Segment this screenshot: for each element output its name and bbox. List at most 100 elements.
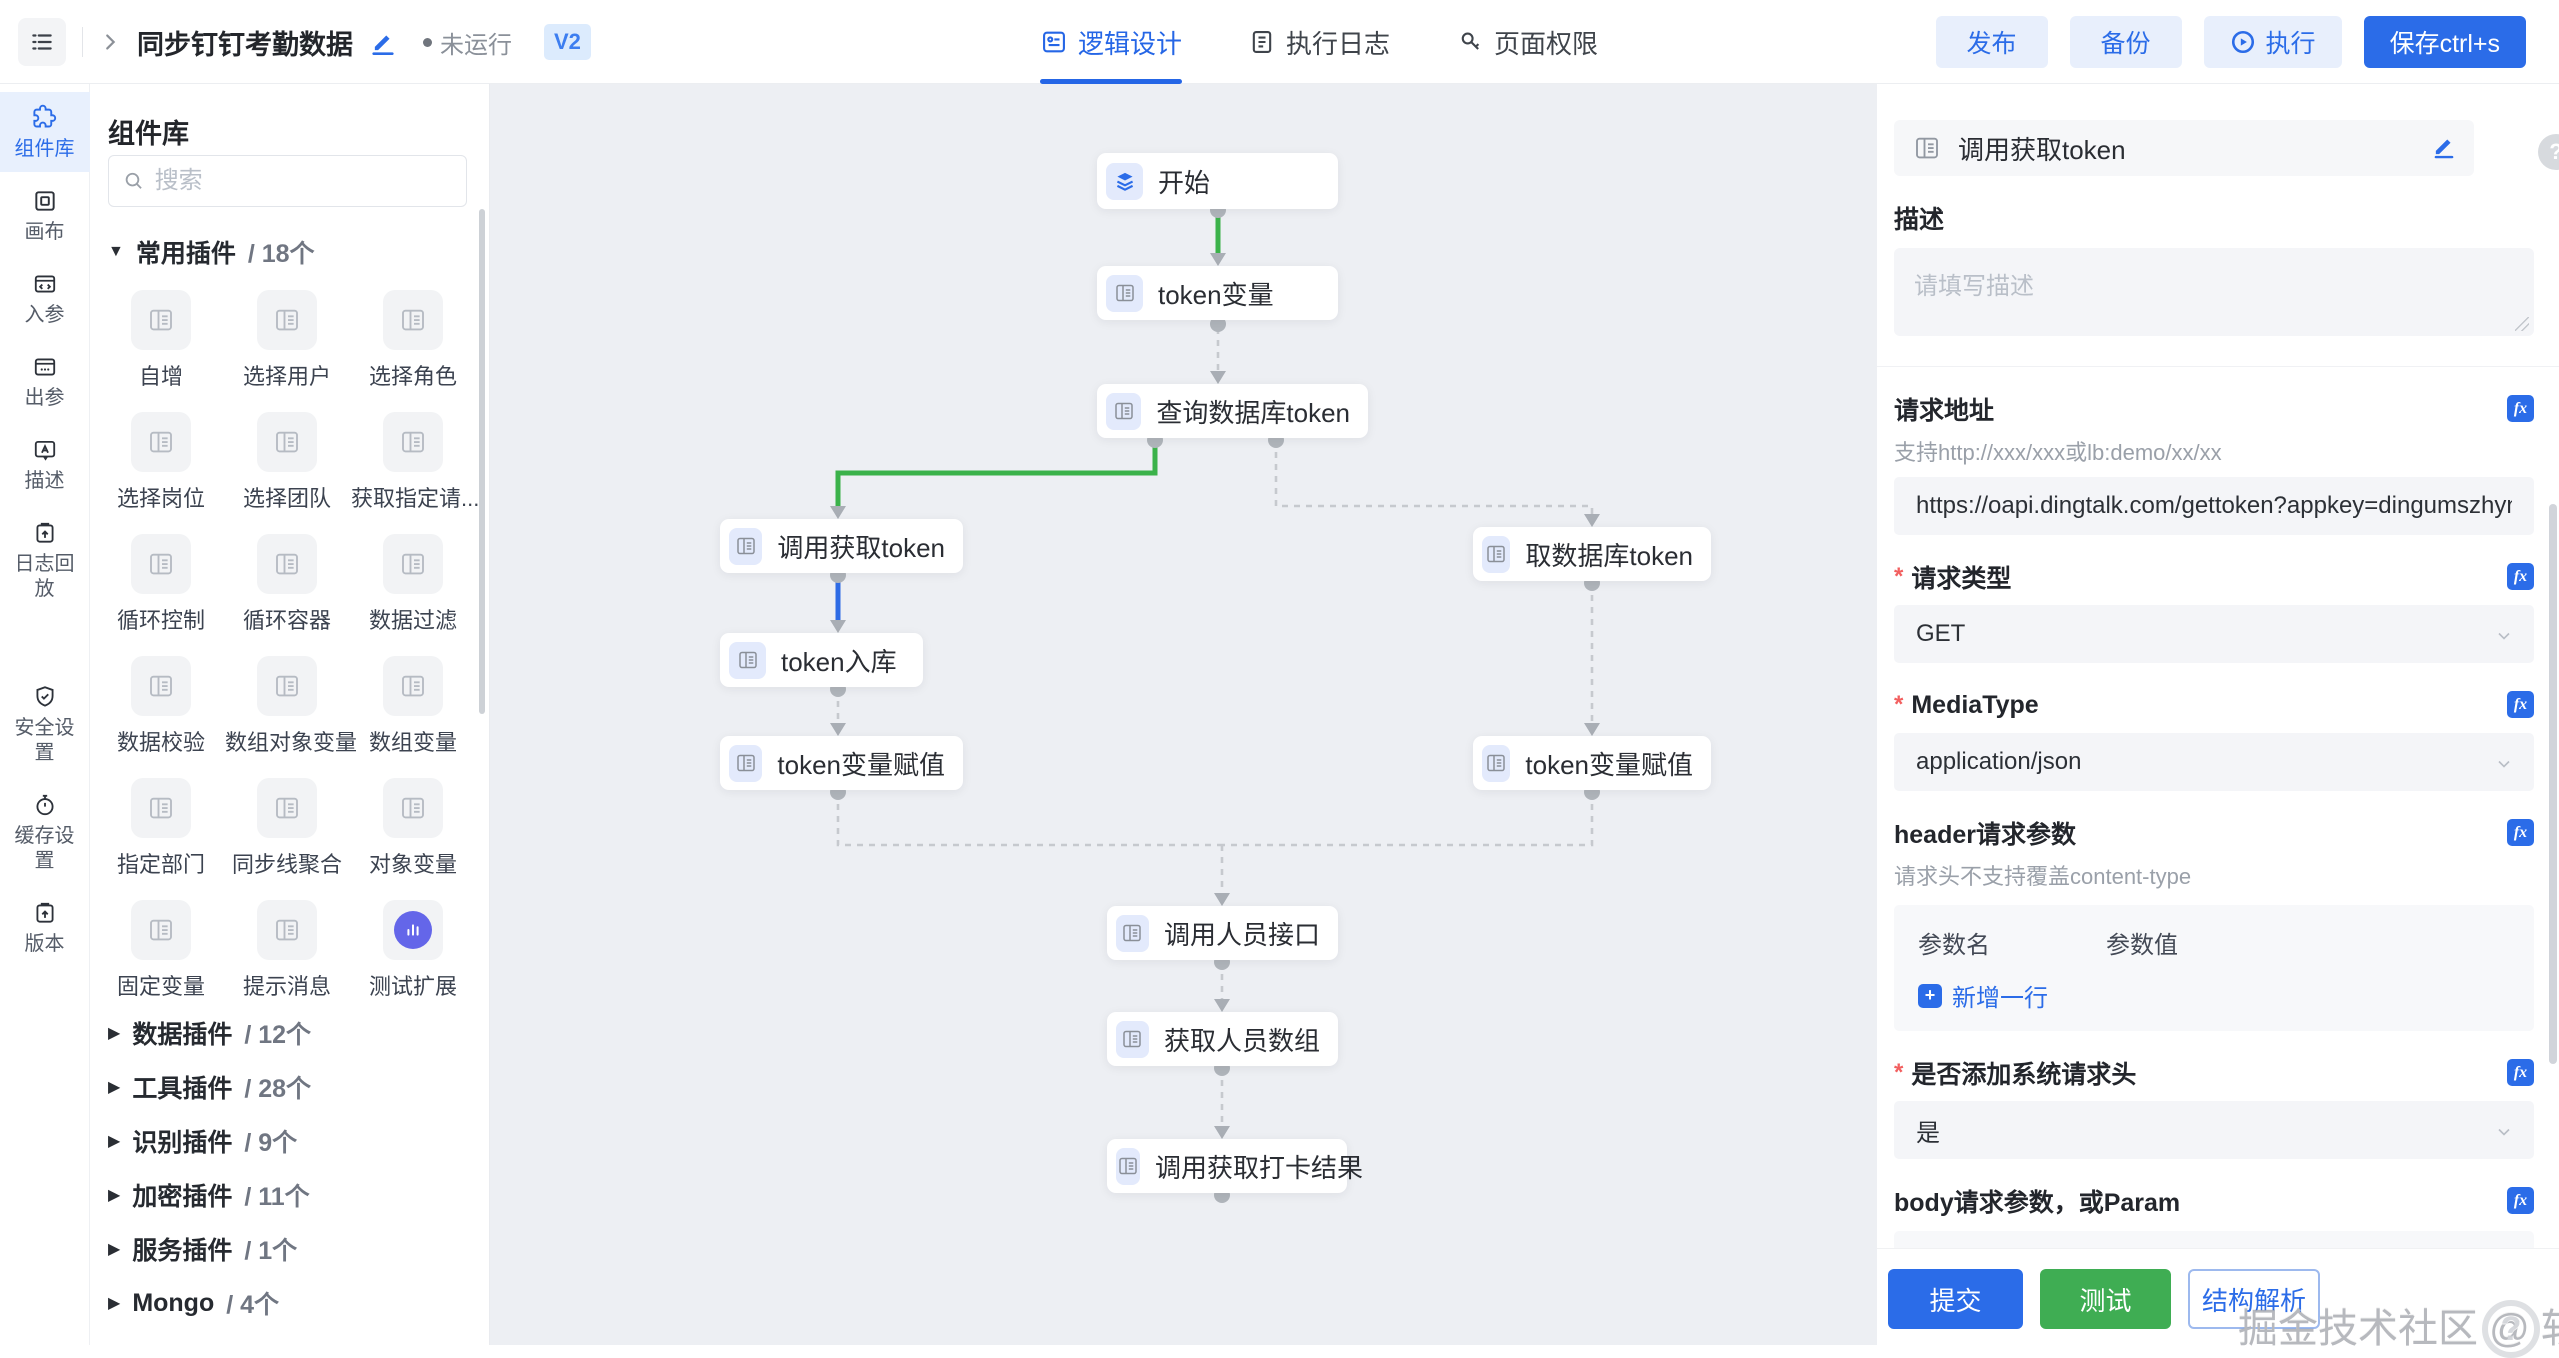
run-button[interactable]: 执行 [2203,16,2342,68]
plugin-label: 获取指定请... [351,486,480,511]
backup-button[interactable]: 备份 [2069,16,2182,68]
add-row-button[interactable]: + 新增一行 [1918,978,2510,1013]
caret-right-icon: ▶ [108,1079,121,1096]
node-get-db-token[interactable]: 取数据库token [1473,527,1711,581]
section-header-common-plugins[interactable]: ▼ 常用插件 / 18个 [108,240,315,268]
node-query-db-token[interactable]: 查询数据库token [1097,384,1368,438]
caret-right-icon: ▶ [108,1187,121,1204]
plugin-icon [257,656,317,716]
plugin-icon [257,534,317,594]
rail-item-input-params[interactable]: 入参 [0,259,90,338]
node-start[interactable]: 开始 [1097,153,1338,209]
section-header[interactable]: ▶ 数据插件 / 12个 [108,1021,312,1049]
rail-item-version[interactable]: 版本 [0,888,90,967]
menu-icon[interactable] [18,18,66,66]
search-input[interactable] [154,167,452,195]
chevron-right-icon[interactable] [99,31,121,53]
plugin-item[interactable]: 选择岗位 [98,396,224,518]
left-rail: 组件库 画布 入参 出参 描述 日志回放 安全设置 缓存设置 [0,84,90,1345]
plugin-item[interactable]: 循环控制 [98,518,224,640]
save-button[interactable]: 保存ctrl+s [2363,16,2526,68]
node-call-person-api[interactable]: 调用人员接口 [1107,906,1338,960]
plugin-node-icon [1116,914,1149,952]
plugin-item[interactable]: 测试扩展 [350,884,476,1006]
plugin-item[interactable]: 数据校验 [98,640,224,762]
plugin-item[interactable]: 固定变量 [98,884,224,1006]
edit-title-icon[interactable] [369,28,397,56]
plugin-label: 选择角色 [368,364,457,389]
system-header-select[interactable]: 是 [1894,1101,2534,1159]
structure-parse-button[interactable]: 结构解析 [2188,1269,2320,1329]
fx-icon[interactable]: fx [2507,819,2534,846]
fx-icon[interactable]: fx [2507,395,2534,422]
plugin-label: 数组变量 [368,730,457,755]
rail-item-log-replay[interactable]: 日志回放 [0,508,90,612]
rail-item-security-settings[interactable]: 安全设置 [0,672,90,776]
description-textarea[interactable]: 请填写描述 [1894,248,2534,336]
search-box[interactable] [108,155,467,207]
plugin-item[interactable]: 指定部门 [98,762,224,884]
section-header[interactable]: ▶ 服务插件 / 1个 [108,1237,298,1265]
section-header[interactable]: ▶ 工具插件 / 28个 [108,1075,312,1103]
plugin-label: 选择团队 [242,486,331,511]
shield-check-icon [35,686,54,707]
header-actions: 发布 备份 执行 保存ctrl+s [1935,16,2526,68]
node-call-get-token[interactable]: 调用获取token [720,519,963,573]
rail-item-cache-settings[interactable]: 缓存设置 [0,780,90,884]
edit-node-title-icon[interactable] [2430,132,2458,165]
flow-canvas[interactable]: 开始 token变量 查询数据库token 调用获取token 取数据库toke… [490,84,1877,1345]
plugin-item[interactable]: 数组对象变量 [224,640,357,762]
plugin-item[interactable]: 选择团队 [224,396,350,518]
plugin-item[interactable]: 数组变量 [350,640,476,762]
fx-icon[interactable]: fx [2507,1059,2534,1086]
version-badge[interactable]: V2 [544,24,591,60]
tab-page-permission[interactable]: 页面权限 [1456,0,1598,84]
plugin-item[interactable]: 循环容器 [224,518,350,640]
fx-icon[interactable]: fx [2507,563,2534,590]
section-header[interactable]: ▶ 加密插件 / 11个 [108,1183,310,1211]
required-asterisk: * [1894,563,1904,590]
plugin-item[interactable]: 选择用户 [224,274,350,396]
inspector-scrollbar[interactable] [2549,504,2557,1064]
tab-execution-log[interactable]: 执行日志 [1248,0,1390,84]
plugin-item[interactable]: 提示消息 [224,884,350,1006]
fx-icon[interactable]: fx [2507,1187,2534,1214]
node-title: 调用获取token [1958,134,2126,165]
search-icon [125,172,142,189]
plugin-item[interactable]: 数据过滤 [350,518,476,640]
plugin-icon [383,534,443,594]
plugin-label: 数据校验 [116,730,205,755]
request-type-select[interactable]: GET [1894,605,2534,663]
plugin-item[interactable]: 同步线聚合 [224,762,350,884]
node-token-assign-left[interactable]: token变量赋值 [720,736,963,790]
rail-item-output-params[interactable]: 出参 [0,342,90,421]
section-header[interactable]: ▶ 识别插件 / 9个 [108,1129,298,1157]
tab-logic-design[interactable]: 逻辑设计 [1040,0,1183,84]
submit-button[interactable]: 提交 [1888,1269,2023,1329]
plugin-node-icon [1116,1020,1149,1058]
plugin-icon [257,412,317,472]
rail-item-canvas[interactable]: 画布 [0,176,90,255]
plugin-item[interactable]: 对象变量 [350,762,476,884]
plugin-icon [131,900,191,960]
section-header[interactable]: ▶ Mongo / 4个 [108,1288,280,1320]
rail-item-description[interactable]: 描述 [0,425,90,504]
node-call-punch-result[interactable]: 调用获取打卡结果 [1107,1139,1363,1193]
test-button[interactable]: 测试 [2040,1269,2171,1329]
request-url-input[interactable] [1894,477,2534,535]
fx-icon[interactable]: fx [2507,691,2534,718]
plugin-item[interactable]: 自增 [98,274,224,396]
help-icon[interactable]: ? [2538,134,2559,170]
publish-button[interactable]: 发布 [1935,16,2048,68]
media-type-select[interactable]: application/json [1894,733,2534,791]
library-scrollbar[interactable] [479,209,485,714]
caret-right-icon: ▶ [108,1295,121,1312]
plugin-item[interactable]: 获取指定请... [350,396,480,518]
node-token-assign-right[interactable]: token变量赋值 [1473,736,1711,790]
node-get-person-array[interactable]: 获取人员数组 [1107,1012,1338,1066]
node-token-variable[interactable]: token变量 [1097,266,1338,320]
rail-item-component-library[interactable]: 组件库 [0,92,90,172]
plugin-item[interactable]: 选择角色 [350,274,476,396]
node-token-store[interactable]: token入库 [720,633,923,687]
column-param-name: 参数名 [1918,932,1990,959]
